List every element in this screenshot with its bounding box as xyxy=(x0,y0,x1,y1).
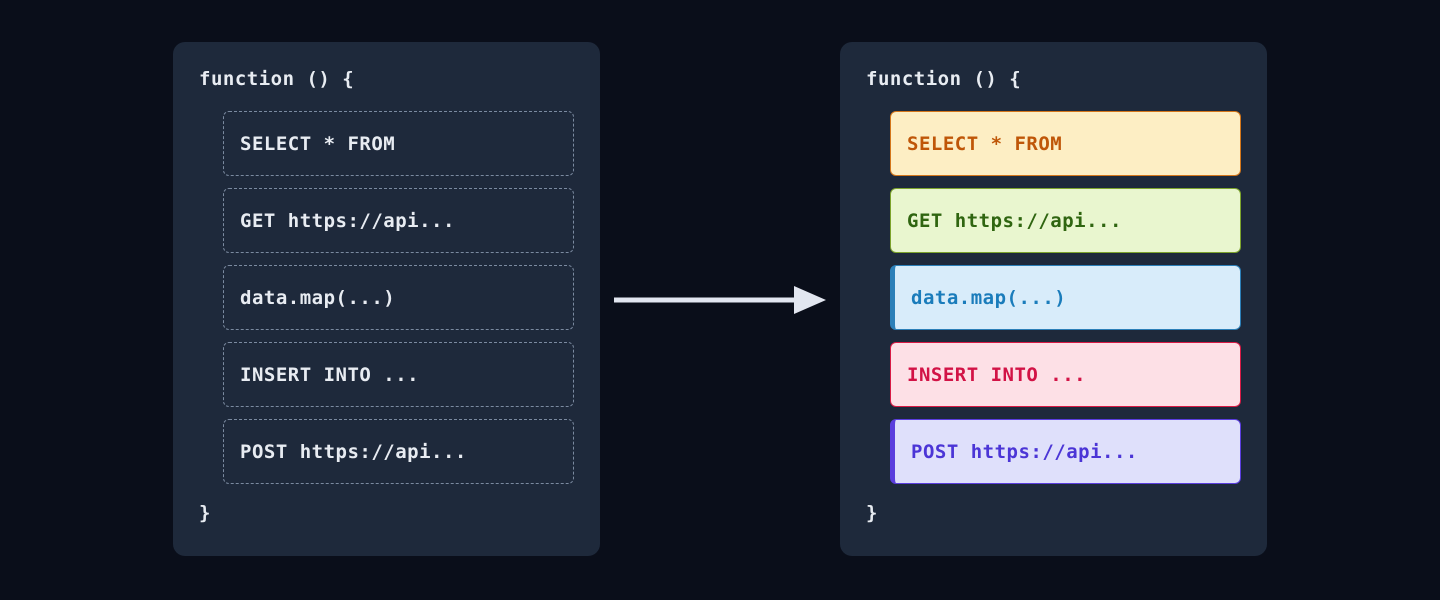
code-block-label: SELECT * FROM xyxy=(907,132,1063,155)
code-block-label: POST https://api... xyxy=(240,440,467,463)
after-function-open: function () { xyxy=(866,68,1022,90)
code-block-http-get[interactable]: GET https://api... xyxy=(890,188,1241,253)
code-block-sql-insert[interactable]: INSERT INTO ... xyxy=(223,342,574,407)
code-block-js-map[interactable]: data.map(...) xyxy=(223,265,574,330)
code-block-label: GET https://api... xyxy=(240,209,455,232)
code-block-js-map[interactable]: data.map(...) xyxy=(890,265,1241,330)
code-block-label: data.map(...) xyxy=(240,286,396,309)
after-block-list: SELECT * FROM GET https://api... data.map(… xyxy=(866,111,1241,484)
code-block-sql-select[interactable]: SELECT * FROM xyxy=(890,111,1241,176)
after-panel: function () { SELECT * FROM GET https://a… xyxy=(840,42,1267,556)
code-block-label: data.map(...) xyxy=(911,286,1067,309)
before-function-close: } xyxy=(199,502,211,524)
code-block-label: SELECT * FROM xyxy=(240,132,396,155)
code-block-http-get[interactable]: GET https://api... xyxy=(223,188,574,253)
code-block-label: INSERT INTO ... xyxy=(907,363,1087,386)
code-block-http-post[interactable]: POST https://api... xyxy=(890,419,1241,484)
code-block-http-post[interactable]: POST https://api... xyxy=(223,419,574,484)
after-function-close: } xyxy=(866,502,878,524)
before-function-open: function () { xyxy=(199,68,355,90)
arrow-right-icon xyxy=(614,286,826,314)
code-block-label: GET https://api... xyxy=(907,209,1122,232)
before-block-list: SELECT * FROM GET https://api... data.map(… xyxy=(199,111,574,484)
code-block-label: POST https://api... xyxy=(911,440,1138,463)
code-block-label: INSERT INTO ... xyxy=(240,363,420,386)
code-block-sql-select[interactable]: SELECT * FROM xyxy=(223,111,574,176)
before-panel: function () { SELECT * FROM GET https://a… xyxy=(173,42,600,556)
code-block-sql-insert[interactable]: INSERT INTO ... xyxy=(890,342,1241,407)
